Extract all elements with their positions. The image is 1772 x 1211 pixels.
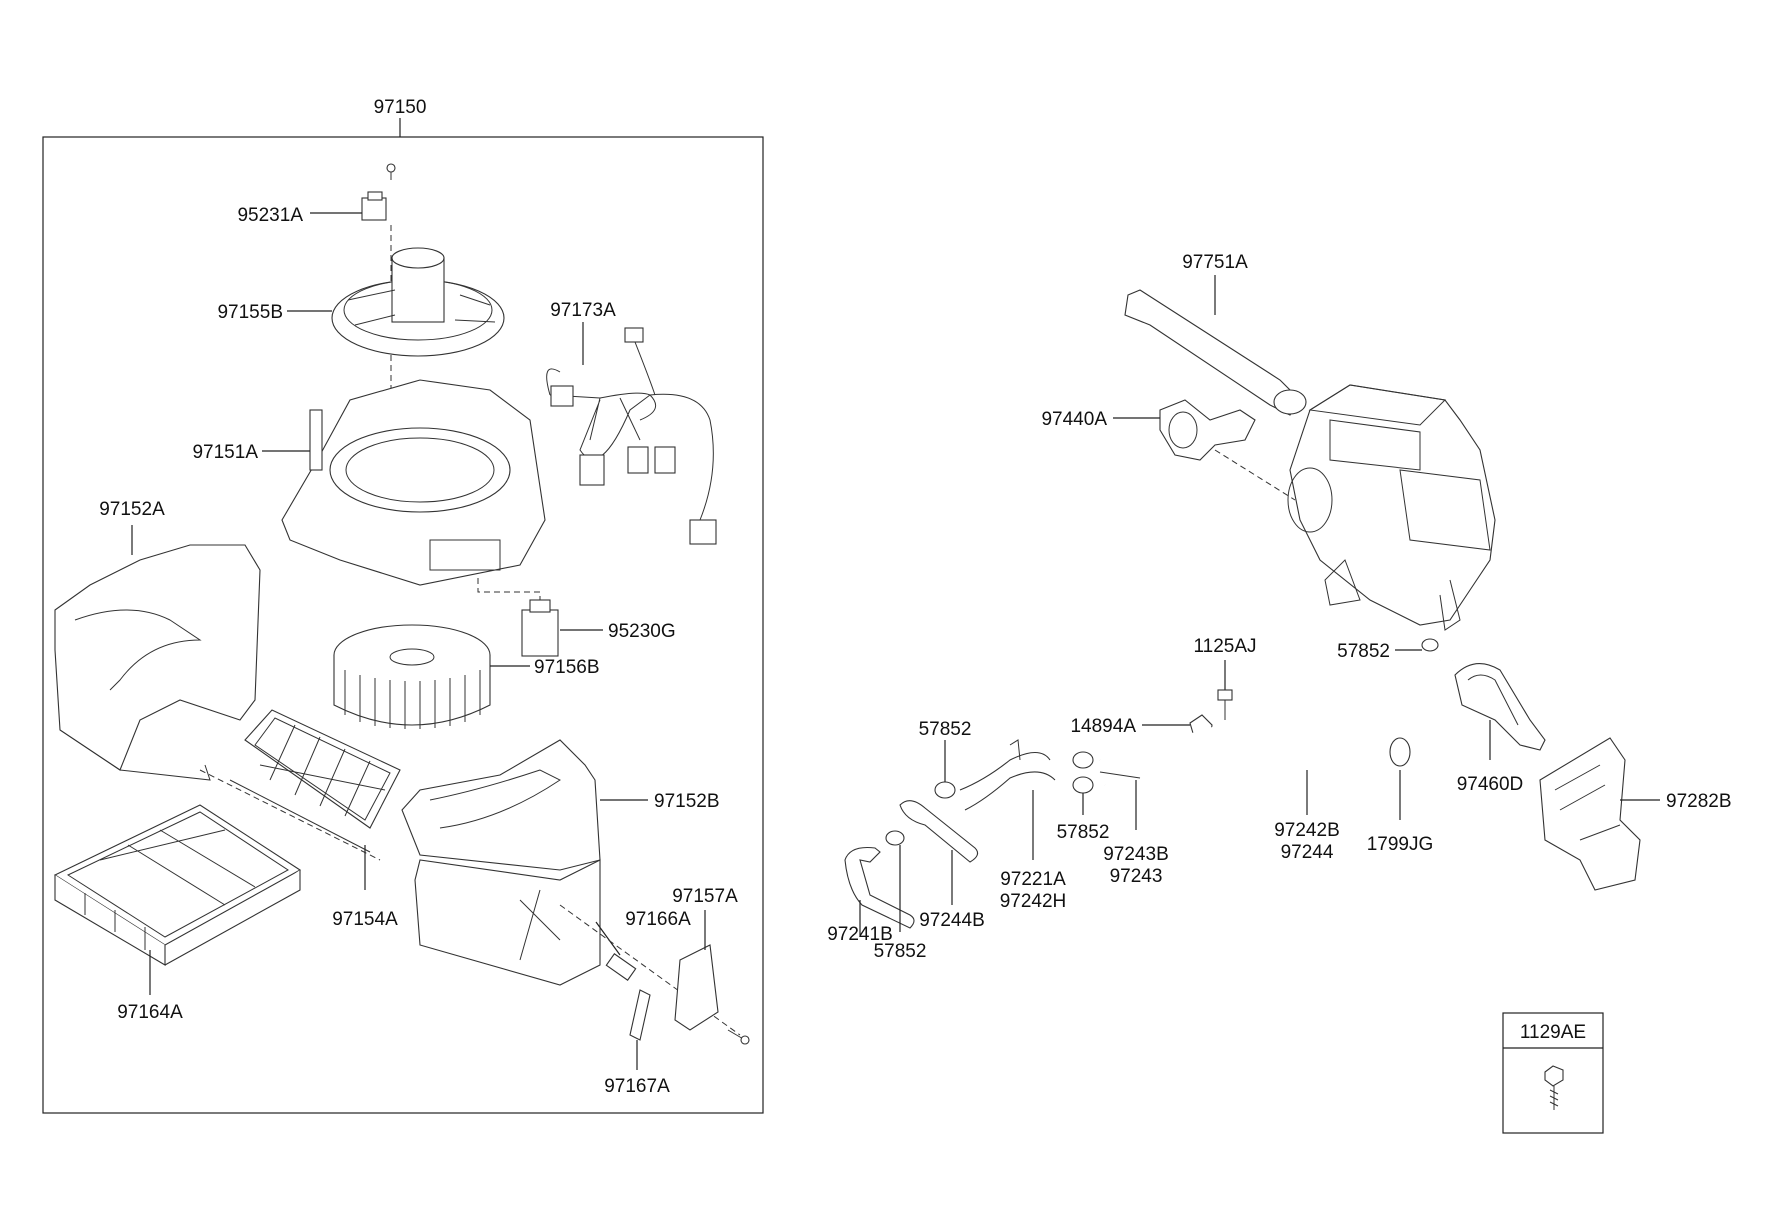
label-14894A[interactable]: 14894A: [1070, 716, 1136, 737]
label-97155B[interactable]: 97155B: [217, 302, 283, 323]
part-97157A-actuator[interactable]: [674, 910, 750, 1045]
part-heater-unit[interactable]: [1287, 384, 1496, 631]
label-97157A[interactable]: 97157A: [672, 886, 738, 907]
label-95231A[interactable]: 95231A: [237, 205, 303, 226]
label-97167A[interactable]: 97167A: [604, 1076, 670, 1097]
part-97221A-hose[interactable]: [959, 739, 1056, 860]
label-97243[interactable]: 97243: [1110, 866, 1163, 887]
label-57852-mid[interactable]: 57852: [1057, 822, 1110, 843]
label-97221A[interactable]: 97221A: [1000, 869, 1066, 890]
part-97460D-rear-duct[interactable]: [1454, 663, 1546, 760]
assembly-frame-97150: [42, 136, 764, 1114]
label-97151A[interactable]: 97151A: [192, 442, 258, 463]
label-97156B[interactable]: 97156B: [534, 657, 600, 678]
part-57852-clamp-bottom[interactable]: [885, 830, 905, 932]
label-97440A[interactable]: 97440A: [1041, 409, 1107, 430]
part-97173A-wiring-harness[interactable]: [546, 322, 717, 545]
part-1129AE-box[interactable]: [1502, 1012, 1604, 1134]
label-97282B[interactable]: 97282B: [1666, 791, 1732, 812]
label-97242B[interactable]: 97242B: [1274, 820, 1340, 841]
part-97242B-heater-hose[interactable]: [1098, 659, 1457, 815]
label-57852-bottom[interactable]: 57852: [874, 941, 927, 962]
label-1799JG[interactable]: 1799JG: [1367, 834, 1434, 855]
label-97241B[interactable]: 97241B: [827, 924, 893, 945]
part-97241B-hose[interactable]: [844, 846, 915, 936]
label-97244[interactable]: 97244: [1281, 842, 1334, 863]
label-1129AE[interactable]: 1129AE: [1520, 1022, 1586, 1043]
part-97282B-cover[interactable]: [1539, 737, 1660, 891]
part-97155B-blower-motor[interactable]: [287, 247, 505, 357]
part-97243B-pipe[interactable]: [1099, 771, 1141, 830]
part-95230G-resistor[interactable]: [477, 578, 603, 657]
label-57852-top[interactable]: 57852: [1337, 641, 1390, 662]
label-97173A[interactable]: 97173A: [550, 300, 616, 321]
label-97751A[interactable]: 97751A: [1182, 252, 1248, 273]
label-97244B[interactable]: 97244B: [919, 910, 985, 931]
part-97151A-blower-housing[interactable]: [262, 379, 546, 586]
part-97244B-hose[interactable]: [899, 800, 979, 905]
label-97152B[interactable]: 97152B: [654, 791, 720, 812]
part-1125AJ-bolt[interactable]: [1217, 660, 1233, 720]
part-57852-clamp-top[interactable]: [1395, 638, 1439, 652]
label-97242H[interactable]: 97242H: [1000, 891, 1067, 912]
part-57852-clamp-mid[interactable]: [1072, 751, 1094, 815]
part-97154A-filter[interactable]: [199, 709, 401, 890]
label-97152A[interactable]: 97152A: [99, 499, 165, 520]
part-97167A-lever[interactable]: [629, 989, 651, 1070]
label-97154A[interactable]: 97154A: [332, 909, 398, 930]
part-95231A-relay[interactable]: [310, 163, 396, 221]
label-97164A[interactable]: 97164A: [117, 1002, 183, 1023]
label-97460D[interactable]: 97460D: [1457, 774, 1524, 795]
label-57852-left[interactable]: 57852: [919, 719, 972, 740]
part-97164A-filter-cover[interactable]: [53, 804, 302, 995]
label-1125AJ[interactable]: 1125AJ: [1193, 636, 1256, 657]
part-97751A-duct[interactable]: [1124, 275, 1307, 416]
part-97152B-case-lower[interactable]: [401, 739, 648, 986]
part-97156B-blower-fan[interactable]: [333, 624, 530, 729]
part-97440A-vent-duct[interactable]: [1113, 399, 1296, 501]
part-1799JG-clamp[interactable]: [1389, 737, 1411, 820]
part-97152A-case-upper[interactable]: [54, 525, 261, 781]
label-97150[interactable]: 97150: [374, 97, 427, 118]
label-97243B[interactable]: 97243B: [1103, 844, 1169, 865]
label-97166A[interactable]: 97166A: [625, 909, 691, 930]
label-95230G[interactable]: 95230G: [608, 621, 676, 642]
part-57852-clamp-left[interactable]: [934, 740, 956, 799]
